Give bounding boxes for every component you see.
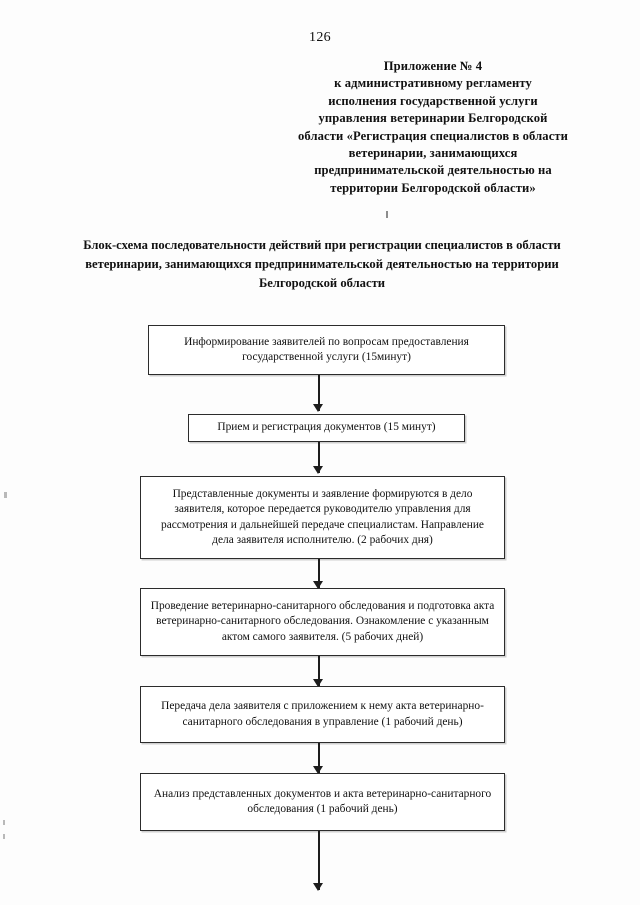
flowchart-step-1: Информирование заявителей по вопросам пр… bbox=[148, 325, 505, 375]
flowchart-connector-6 bbox=[312, 831, 326, 891]
appendix-header-line-5: области «Регистрация специалистов в обла… bbox=[297, 128, 569, 143]
flowchart-connector-4 bbox=[312, 656, 326, 687]
arrowhead-down-icon bbox=[313, 404, 324, 412]
flowchart-step-3-text: Представленные документы и заявление фор… bbox=[161, 488, 484, 546]
appendix-header: Приложение № 4 к административному регла… bbox=[280, 58, 586, 197]
flowchart-step-4-text: Проведение ветеринарно-санитарного обсле… bbox=[150, 600, 495, 643]
flowchart-step-2-text: Прием и регистрация документов (15 минут… bbox=[217, 421, 436, 434]
appendix-header-line-2: к административному регламенту bbox=[334, 76, 532, 91]
connector-shaft bbox=[318, 831, 320, 890]
arrowhead-down-icon bbox=[313, 766, 324, 774]
arrowhead-down-icon bbox=[313, 466, 324, 474]
connector-shaft bbox=[318, 375, 320, 411]
scan-artifact-mark bbox=[3, 834, 5, 839]
appendix-header-line-6: ветеринарии, занимающихся bbox=[348, 146, 518, 161]
flowchart-connector-2 bbox=[312, 442, 326, 474]
scan-artifact-mark bbox=[4, 492, 7, 498]
flowchart-step-3: Представленные документы и заявление фор… bbox=[140, 476, 505, 559]
appendix-header-line-1: Приложение № 4 bbox=[383, 59, 483, 73]
flowchart-step-4: Проведение ветеринарно-санитарного обсле… bbox=[140, 588, 505, 656]
page-number: 126 bbox=[309, 30, 331, 45]
connector-shaft bbox=[318, 442, 320, 473]
flowchart-step-5-text: Передача дела заявителя с приложением к … bbox=[161, 700, 484, 728]
arrowhead-down-icon bbox=[313, 679, 324, 687]
arrowhead-down-icon bbox=[313, 883, 324, 891]
flowchart-connector-5 bbox=[312, 743, 326, 774]
connector-shaft bbox=[318, 656, 320, 686]
flowchart-step-1-text: Информирование заявителей по вопросам пр… bbox=[184, 335, 469, 363]
appendix-header-line-4: управления ветеринарии Белгородской bbox=[318, 111, 548, 126]
flowchart-step-6-text: Анализ представленных документов и акта … bbox=[153, 787, 492, 815]
appendix-header-line-3: исполнения государственной услуги bbox=[328, 93, 538, 108]
flowchart-step-2: Прием и регистрация документов (15 минут… bbox=[188, 414, 465, 442]
arrowhead-down-icon bbox=[313, 581, 324, 589]
scan-artifact-mark bbox=[386, 211, 388, 218]
flowchart-step-6: Анализ представленных документов и акта … bbox=[140, 773, 505, 831]
flowchart-step-5: Передача дела заявителя с приложением к … bbox=[140, 686, 505, 743]
connector-shaft bbox=[318, 743, 320, 773]
flowchart-connector-1 bbox=[312, 375, 326, 412]
scan-artifact-mark bbox=[3, 820, 5, 825]
appendix-header-line-7: предпринимательской деятельностью на bbox=[314, 163, 552, 178]
page-title: Блок-схема последовательности действий п… bbox=[83, 238, 561, 290]
appendix-header-line-8: территории Белгородской области» bbox=[330, 180, 536, 195]
connector-shaft bbox=[318, 559, 320, 588]
flowchart-connector-3 bbox=[312, 559, 326, 589]
